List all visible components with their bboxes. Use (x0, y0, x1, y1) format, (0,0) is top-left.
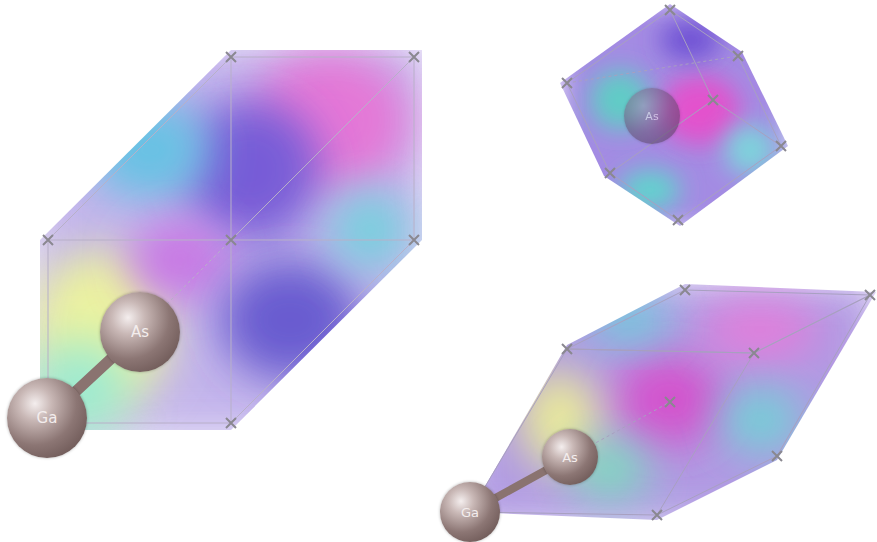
corner-marker (43, 235, 53, 245)
corner-marker (409, 235, 419, 245)
corner-marker (673, 215, 683, 225)
atom-label: Ga (461, 505, 479, 520)
atom-sphere: As (624, 88, 680, 144)
atom-sphere: As (542, 429, 598, 485)
atom-sphere: Ga (440, 482, 500, 542)
corner-marker (562, 78, 572, 88)
atom-label: Ga (37, 409, 58, 427)
atom-sphere: As (100, 292, 180, 372)
corner-marker (733, 51, 743, 61)
corner-marker (749, 348, 759, 358)
atom-label: As (131, 323, 149, 341)
corner-marker (865, 290, 875, 300)
bond-line (495, 470, 548, 499)
corner-marker (562, 344, 572, 354)
corner-marker (409, 52, 419, 62)
corner-marker (665, 397, 675, 407)
corner-marker (772, 451, 782, 461)
atom-label: As (645, 110, 658, 123)
corner-marker (605, 168, 615, 178)
corner-marker (226, 235, 236, 245)
atom-sphere: Ga (7, 378, 87, 458)
corner-marker (680, 285, 690, 295)
corner-marker (708, 95, 718, 105)
corner-marker (226, 52, 236, 62)
corner-marker (652, 510, 662, 520)
corner-marker (776, 141, 786, 151)
corner-marker (226, 418, 236, 428)
bond-line (75, 358, 112, 392)
corner-marker (665, 5, 675, 15)
atom-label: As (562, 450, 578, 465)
